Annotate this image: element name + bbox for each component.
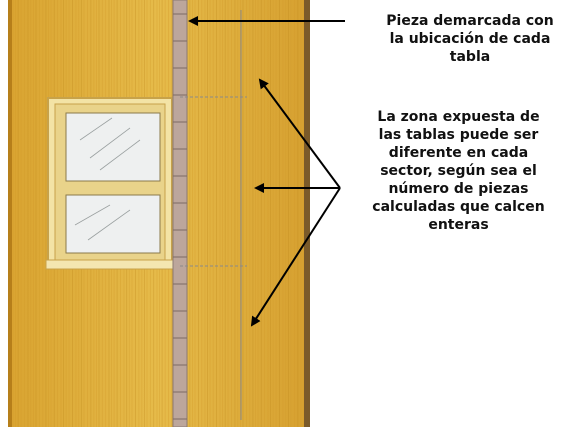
window-pane-top [65, 112, 161, 182]
callout-line: calculadas que calcen [372, 199, 545, 215]
window [45, 97, 177, 270]
arrow-icon [188, 16, 345, 327]
window-pane-bottom [65, 194, 161, 254]
callout-line: enteras [428, 217, 489, 233]
callout-exposure-note: La zona expuesta de las tablas puede ser… [340, 108, 577, 234]
wall-edge-right [304, 0, 310, 427]
callout-line: número de piezas [388, 181, 529, 197]
callout-line: sector, según sea el [380, 163, 537, 179]
callout-line: la ubicación de cada [389, 31, 551, 47]
callout-marked-board: Pieza demarcada con la ubicación de cada… [365, 12, 575, 66]
callout-line: las tablas puede ser [378, 127, 539, 143]
callout-line: diferente en cada [388, 145, 529, 161]
story-pole [172, 0, 188, 427]
window-sill [45, 259, 177, 270]
wall-edge-left [8, 0, 12, 427]
callout-line: Pieza demarcada con [386, 13, 554, 29]
exposure-dimension-line [180, 10, 247, 420]
callout-line: tabla [449, 49, 491, 65]
callout-line: La zona expuesta de [377, 109, 540, 125]
